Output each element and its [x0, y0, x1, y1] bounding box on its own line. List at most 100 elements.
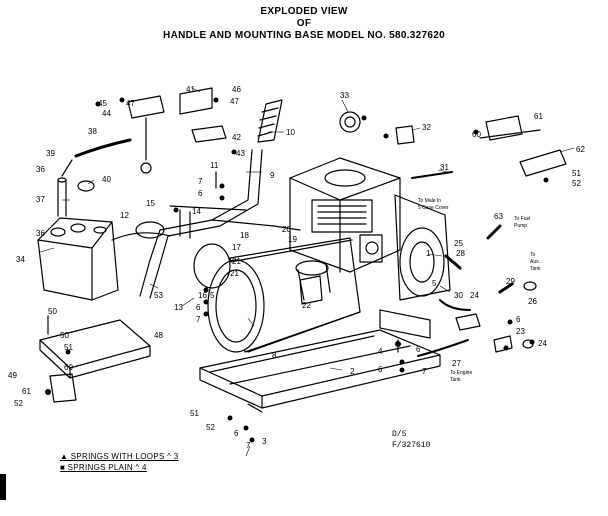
callout-21: 21 — [232, 257, 241, 266]
callout-16: 16 — [198, 291, 207, 300]
callout-21b: 21 — [230, 269, 239, 278]
callout-40: 40 — [102, 175, 111, 184]
callout-44: 44 — [102, 109, 111, 118]
callout-17: 17 — [232, 243, 241, 252]
note-to-male: To Male In — [418, 198, 441, 204]
callout-39: 39 — [46, 149, 55, 158]
callout-14: 14 — [192, 207, 201, 216]
legend-springs-plain: ■ SPRINGS PLAIN ^ 4 — [60, 463, 147, 472]
callout-6-right: 6 — [516, 315, 521, 324]
callout-52-bottom: 52 — [206, 423, 215, 432]
callout-51-top: 51 — [572, 169, 581, 178]
callout-12: 12 — [120, 211, 129, 220]
callout-42: 42 — [232, 133, 241, 142]
callout-6-base: 6 — [416, 345, 421, 354]
note-to-aux: To — [530, 252, 536, 258]
callout-13: 13 — [174, 303, 183, 312]
callout-51-bottom: 51 — [190, 409, 199, 418]
note-tank-aux: Tank — [530, 266, 541, 272]
callout-31: 31 — [440, 163, 449, 172]
callout-8: 8 — [272, 351, 277, 360]
fuel-tank — [37, 217, 119, 301]
callout-62: 62 — [576, 145, 585, 154]
callout-53: 53 — [154, 291, 163, 300]
callout-27: 27 — [452, 359, 461, 368]
note-to-fuel: To Fuel — [514, 216, 530, 222]
callout-52-left: 52 — [14, 399, 23, 408]
callout-6-b2: 6 — [378, 365, 383, 374]
callout-33: 33 — [340, 91, 349, 100]
callout-50: 50 — [48, 307, 57, 316]
callout-41: 41 — [186, 85, 195, 94]
generator-end — [394, 194, 451, 301]
callout-26: 26 — [528, 297, 537, 306]
reference-line1: D/5 — [392, 430, 407, 439]
callout-11: 11 — [210, 161, 219, 170]
callout-47: 47 — [126, 99, 135, 108]
callout-7-top: 7 — [198, 177, 203, 186]
callout-9: 9 — [270, 171, 275, 180]
callout-36b: 36 — [36, 165, 45, 174]
note-aux: Aux. — [530, 259, 540, 265]
diagram-title-line3: HANDLE AND MOUNTING BASE MODEL NO. 580.3… — [163, 30, 445, 41]
callout-60-top: 60 — [472, 130, 481, 139]
callout-10: 10 — [286, 128, 295, 137]
note-case-cover: 5 Case Cover — [418, 205, 449, 211]
callout-4: 4 — [378, 347, 383, 356]
mounting-base — [199, 309, 441, 409]
callout-5: 5 — [210, 291, 215, 300]
callout-61-left: 61 — [22, 387, 31, 396]
callout-45: 45 — [98, 99, 107, 108]
callout-15: 15 — [146, 199, 155, 208]
callout-2: 2 — [350, 367, 355, 376]
callout-63: 63 — [494, 212, 503, 221]
callout-50b: 50 — [60, 331, 69, 340]
callout-52-top: 52 — [572, 179, 581, 188]
callout-28: 28 — [456, 249, 465, 258]
callout-22: 22 — [302, 301, 311, 310]
main-tank — [207, 237, 361, 353]
callout-60-left: 60 — [64, 363, 73, 372]
engine — [289, 157, 401, 273]
callout-23: 23 — [516, 327, 525, 336]
callout-46: 46 — [232, 85, 241, 94]
diagram-title-line1: EXPLODED VIEW — [260, 6, 348, 17]
callout-61-top: 61 — [534, 112, 543, 121]
callout-32: 32 — [422, 123, 431, 132]
handle-grip — [257, 99, 283, 143]
callout-30: 30 — [454, 291, 463, 300]
callout-51-left: 51 — [64, 343, 73, 352]
note-tank-engine: Tank — [450, 377, 461, 383]
callout-43: 43 — [236, 149, 245, 158]
callout-7-bottom: 7 — [246, 441, 251, 450]
callout-49: 49 — [8, 371, 17, 380]
callout-1: 1 — [426, 249, 431, 258]
callout-29: 29 — [506, 277, 515, 286]
handle-frame — [111, 149, 301, 299]
callout-7-mid: 7 — [196, 315, 201, 324]
callout-20: 20 — [282, 225, 291, 234]
callout-6-top: 6 — [198, 189, 203, 198]
note-pump: Pump — [514, 223, 527, 229]
callout-24: 24 — [470, 291, 479, 300]
callout-5-right: 5 — [432, 279, 437, 288]
callout-34: 34 — [16, 255, 25, 264]
callout-18: 18 — [240, 231, 249, 240]
callout-6-bottom: 6 — [234, 429, 239, 438]
callout-7-base: 7 — [422, 367, 427, 376]
callout-19: 19 — [288, 235, 297, 244]
callout-36: 36 — [36, 229, 45, 238]
callout-47b: 47 — [230, 97, 239, 106]
scan-edge-mark — [0, 474, 6, 500]
callout-48: 48 — [154, 331, 163, 340]
diagram-title-line2: OF — [296, 18, 312, 29]
reference-line2: F/327610 — [392, 441, 431, 450]
callout-38: 38 — [88, 127, 97, 136]
legend-springs-loops: ▲ SPRINGS WITH LOOPS ^ 3 — [60, 452, 179, 461]
callout-25: 25 — [454, 239, 463, 248]
callout-3: 3 — [262, 437, 267, 446]
callout-24b: 24 — [538, 339, 547, 348]
note-to-engine: To Engine — [450, 370, 472, 376]
callout-37: 37 — [36, 195, 45, 204]
